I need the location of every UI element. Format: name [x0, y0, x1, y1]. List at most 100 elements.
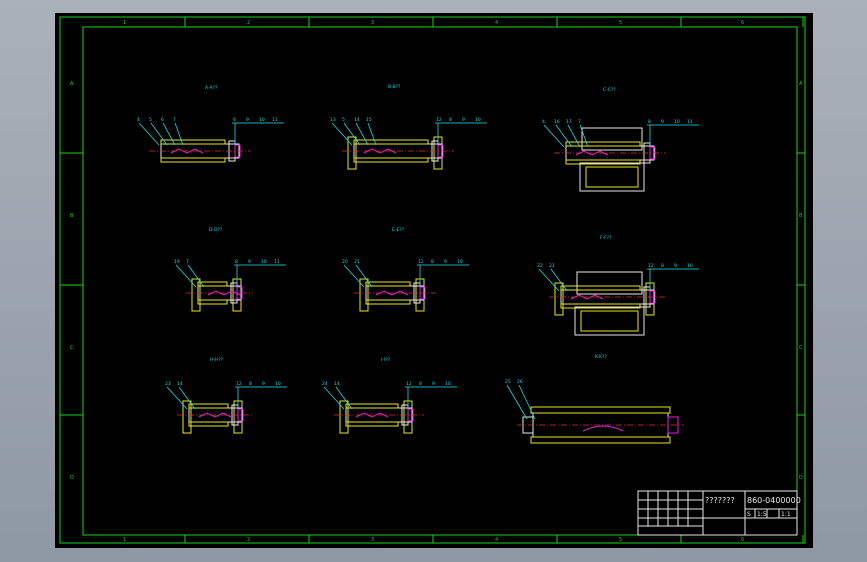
row-label: C	[70, 345, 74, 351]
callout-label: 12	[436, 117, 442, 123]
callout-label: 7	[173, 117, 176, 123]
callout-label: 8	[449, 117, 452, 123]
view-title: C-C??	[603, 87, 616, 93]
view-title: K-K??	[595, 354, 607, 360]
drawing-number: 860-0400000	[747, 496, 801, 505]
column-label: 5	[619, 537, 622, 543]
title-block: ??????? 860-0400000 S 1:5 1:1	[637, 490, 801, 536]
callout-label: 4	[542, 119, 545, 125]
column-label: 1	[123, 537, 126, 543]
callout-label: 8	[235, 259, 238, 265]
row-label: A	[799, 81, 803, 87]
callout-label: 11	[272, 117, 278, 123]
leader-line	[174, 122, 184, 146]
callout-label: 14	[354, 117, 360, 123]
row-label: D	[799, 475, 803, 481]
leader-line	[178, 386, 196, 410]
column-label: 2	[247, 537, 250, 543]
callout-label: 12	[236, 381, 242, 387]
bushing-top	[365, 281, 411, 287]
leader-line	[187, 264, 205, 288]
flange-left	[554, 282, 564, 316]
callout-label: 9	[246, 117, 249, 123]
leader-line	[175, 264, 197, 288]
column-label: 3	[371, 537, 374, 543]
leader-line	[138, 122, 160, 146]
housing-cavity	[580, 310, 639, 332]
row-label: B	[70, 213, 74, 219]
column-label: 4	[495, 537, 498, 543]
leader-line	[331, 122, 353, 146]
flange-left	[191, 278, 201, 312]
housing-top	[581, 127, 643, 151]
housing-bottom	[574, 306, 645, 336]
callout-label: 10	[475, 117, 481, 123]
scale-cell-2: 1:5	[757, 511, 767, 518]
view-title: F-F??	[600, 235, 612, 241]
weld-mark	[207, 290, 241, 296]
callout-label: 26	[517, 379, 523, 385]
column-label: 6	[741, 537, 744, 543]
housing-top	[576, 271, 643, 295]
leader-line	[355, 264, 373, 288]
view-title: E-E??	[392, 227, 405, 233]
callout-label: 21	[354, 259, 360, 265]
leader-line	[579, 124, 589, 148]
bushing-top	[197, 281, 228, 287]
bushing-bottom	[560, 303, 641, 309]
callout-label: 10	[674, 119, 680, 125]
callout-label: 9	[262, 381, 265, 387]
callout-label: 4	[137, 117, 140, 123]
bushing-bottom	[353, 157, 429, 163]
view-title: B-B??	[388, 84, 401, 90]
liner-bottom	[530, 436, 671, 444]
weld-mark	[198, 412, 232, 418]
callout-label: 10	[445, 381, 451, 387]
row-label: B	[799, 213, 803, 219]
callout-label: 15	[366, 117, 372, 123]
callout-label: 12	[406, 381, 412, 387]
callout-label: 6	[161, 117, 164, 123]
callout-label: 9	[444, 259, 447, 265]
callout-label: 20	[342, 259, 348, 265]
leader-line	[538, 268, 560, 292]
leader-line	[567, 124, 581, 148]
outer-border	[59, 16, 806, 544]
callout-label: 10	[687, 263, 693, 269]
callout-label: 9	[674, 263, 677, 269]
callout-label: 5	[149, 117, 152, 123]
leader-line	[166, 386, 188, 410]
leader-line	[150, 122, 168, 146]
column-label: 5	[619, 20, 622, 26]
callout-label: 11	[687, 119, 693, 125]
bushing-bottom	[565, 159, 641, 165]
callout-label: 12	[418, 259, 424, 265]
callout-label: 23	[165, 381, 171, 387]
housing-bottom	[579, 162, 645, 192]
callout-label: 8	[419, 381, 422, 387]
callout-label: 8	[249, 381, 252, 387]
liner-top	[530, 406, 671, 414]
title-text: ???????	[705, 496, 735, 505]
row-label: C	[799, 345, 803, 351]
callout-label: 10	[275, 381, 281, 387]
flange-left	[359, 278, 369, 312]
flange-left	[347, 136, 357, 170]
column-label: 2	[247, 20, 250, 26]
callout-label: 9	[462, 117, 465, 123]
weld-mark	[170, 148, 204, 154]
callout-label: 19	[174, 259, 180, 265]
bushing-bottom	[345, 421, 399, 427]
callout-label: 10	[457, 259, 463, 265]
callout-label: 25	[505, 379, 511, 385]
